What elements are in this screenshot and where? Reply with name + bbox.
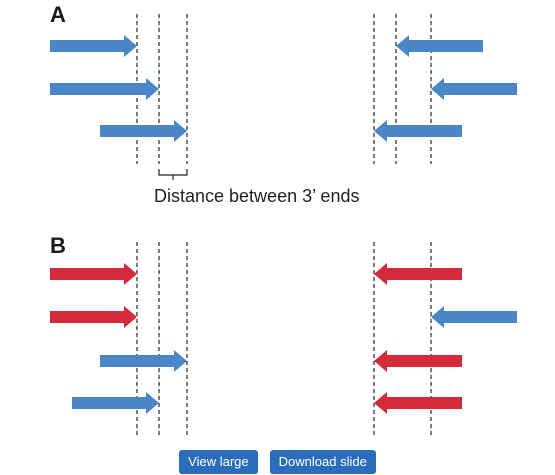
panel-a-label: A <box>50 2 66 27</box>
distance-bracket <box>158 169 188 176</box>
download-slide-button[interactable]: Download slide <box>269 450 376 474</box>
distance-caption: Distance between 3’ ends <box>154 186 359 206</box>
arrow-red-left <box>374 392 462 414</box>
arrow-blue-right <box>100 120 187 142</box>
arrow-blue-right <box>50 78 159 100</box>
arrow-red-right <box>50 263 137 285</box>
arrow-red-right <box>50 306 137 328</box>
arrow-blue-left <box>431 78 517 100</box>
view-large-button[interactable]: View large <box>179 450 258 474</box>
figure: A Distance between 3’ ends B <box>50 2 517 437</box>
arrow-blue-left <box>374 120 462 142</box>
arrow-blue-left <box>431 306 517 328</box>
arrow-red-left <box>374 350 462 372</box>
panel-b-arrows <box>50 263 517 414</box>
panel-b-label: B <box>50 233 66 258</box>
arrow-blue-left <box>396 35 483 57</box>
panel-a-guides <box>136 14 432 164</box>
arrow-red-left <box>374 263 462 285</box>
arrow-blue-right <box>72 392 159 414</box>
figure-actions: View large Download slide <box>0 450 555 474</box>
panel-a-arrows <box>50 35 517 142</box>
arrow-blue-right <box>100 350 187 372</box>
arrow-blue-right <box>50 35 137 57</box>
